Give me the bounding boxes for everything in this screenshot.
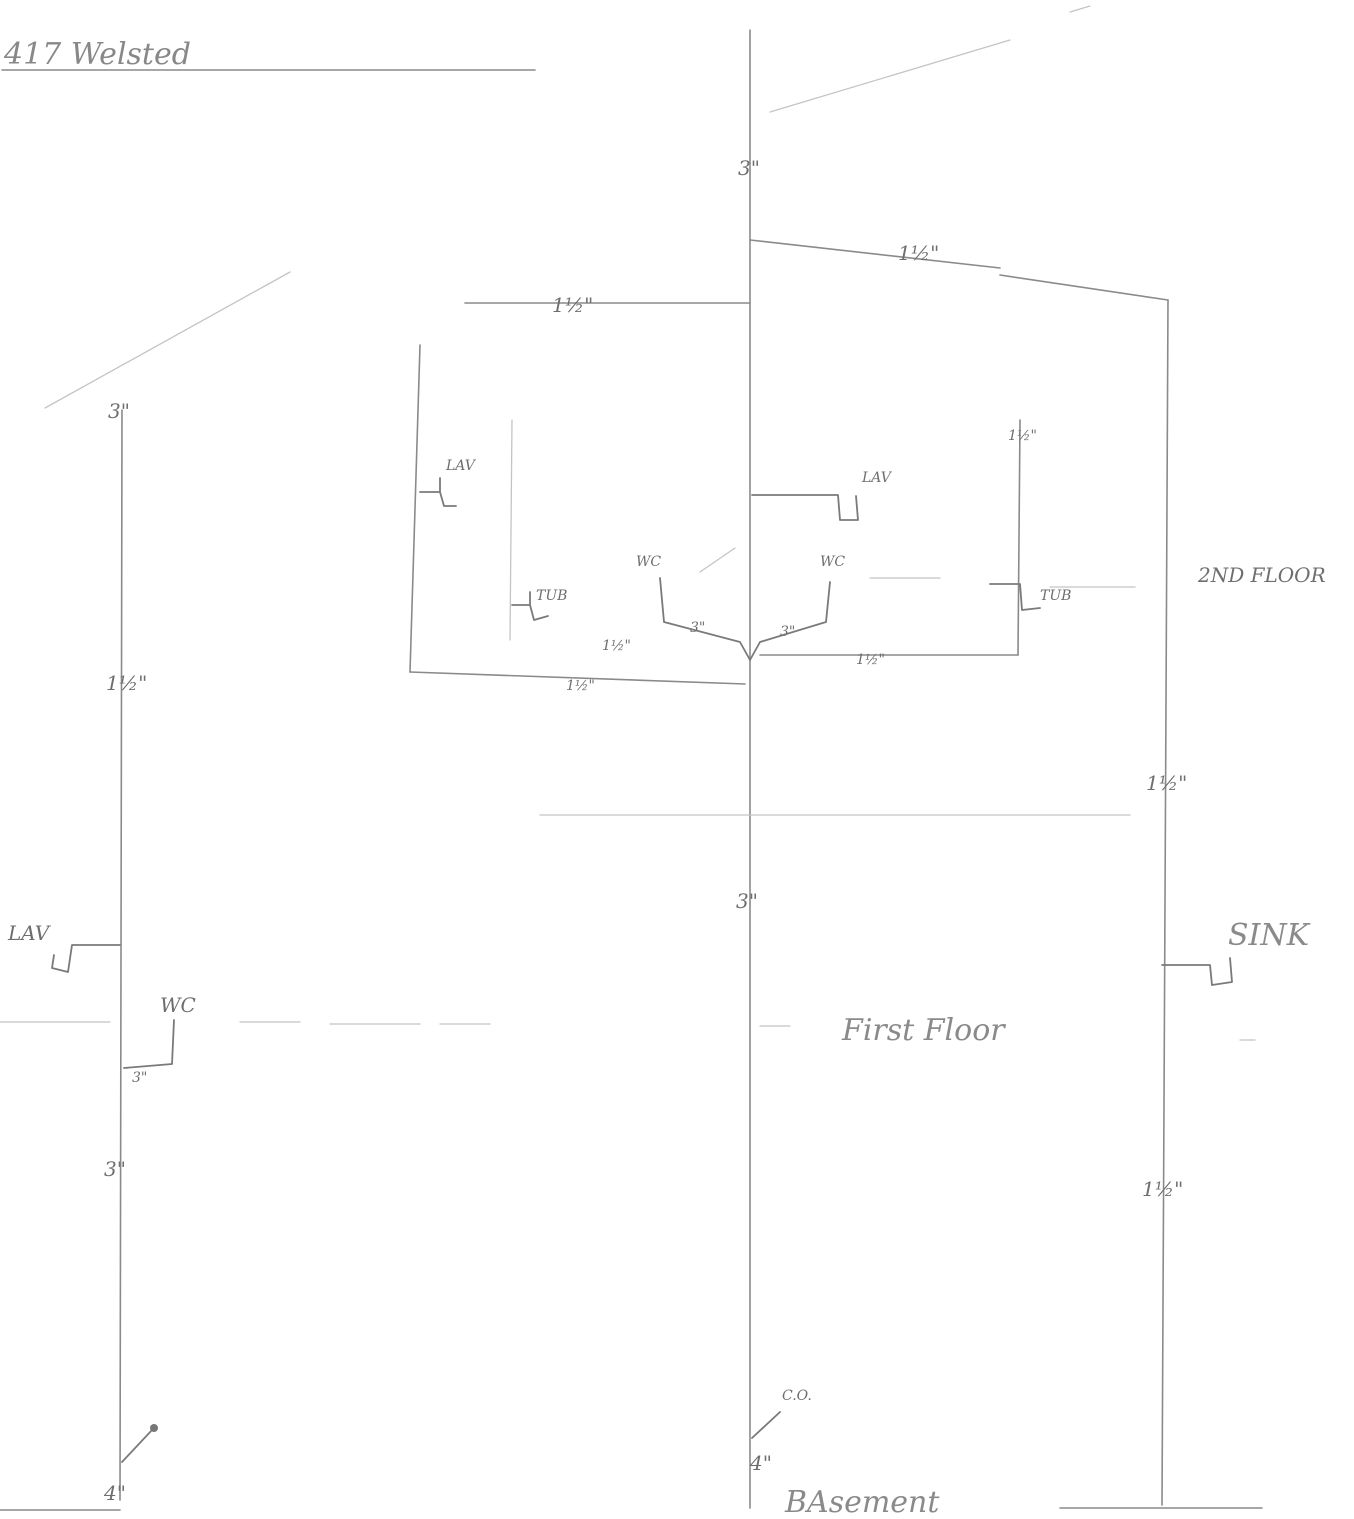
wc-connector <box>699 547 736 573</box>
size-label: 1½" <box>856 652 885 668</box>
roof-line <box>1069 5 1091 13</box>
size-label: 3" <box>104 1157 126 1181</box>
lav-trap <box>419 477 457 507</box>
tub-trap <box>511 591 549 621</box>
size-label: 3" <box>736 889 758 913</box>
size-label: 3" <box>108 399 130 423</box>
vent-branch-right <box>749 239 1001 269</box>
size-label: 3" <box>132 1070 147 1086</box>
cleanout-main <box>751 1411 781 1439</box>
size-label: 1½" <box>1146 771 1187 795</box>
vent-branch-right <box>999 274 1169 301</box>
tub-trap <box>989 583 1041 611</box>
upper-left-riser <box>409 344 421 673</box>
lav-trap <box>51 944 121 973</box>
sink-stack <box>1161 299 1169 1506</box>
cleanout-label: C.O. <box>782 1388 812 1404</box>
sink-trap <box>1161 957 1233 986</box>
wc-label: WC <box>160 993 196 1017</box>
size-label: 3" <box>738 156 760 180</box>
size-label: 4" <box>103 1481 126 1505</box>
tub-label: TUB <box>536 588 567 604</box>
size-label: 4" <box>749 1451 772 1475</box>
sink-label: SINK <box>1228 918 1311 953</box>
lav-trap <box>751 494 859 521</box>
basement-label: BAsement <box>784 1485 940 1519</box>
size-label: 1½" <box>106 671 147 695</box>
size-label: 1½" <box>566 678 595 694</box>
upper-left-return <box>409 671 746 685</box>
wc-label: WC <box>820 554 845 570</box>
upper-inner-line <box>509 419 513 641</box>
diagram-title: 417 Welsted <box>3 37 191 72</box>
lav-label: LAV <box>7 921 52 945</box>
tub-vent-right <box>1017 419 1021 656</box>
size-label: 1½" <box>1142 1177 1183 1201</box>
cleanout-left <box>121 1429 153 1463</box>
wc-branch-right <box>749 581 831 661</box>
first-floor-label: First Floor <box>841 1013 1006 1048</box>
size-label: 1½" <box>1008 428 1037 444</box>
lav-label: LAV <box>445 458 477 474</box>
second-floor-label: 2ND FLOOR <box>1197 563 1326 587</box>
size-label: 3" <box>780 624 795 640</box>
left-stack <box>119 409 123 1501</box>
wc-label: WC <box>636 554 661 570</box>
wc-branch-left <box>659 577 751 661</box>
wc-trap <box>123 1019 175 1069</box>
roof-line <box>769 39 1011 113</box>
cleanout-cap <box>150 1424 158 1432</box>
size-label: 1½" <box>552 293 593 317</box>
size-label: 1½" <box>602 638 631 654</box>
tub-label: TUB <box>1040 588 1071 604</box>
lav-label: LAV <box>861 470 893 486</box>
size-label: 3" <box>690 620 705 636</box>
vent-slope-left <box>44 271 291 409</box>
size-label: 1½" <box>898 241 939 265</box>
